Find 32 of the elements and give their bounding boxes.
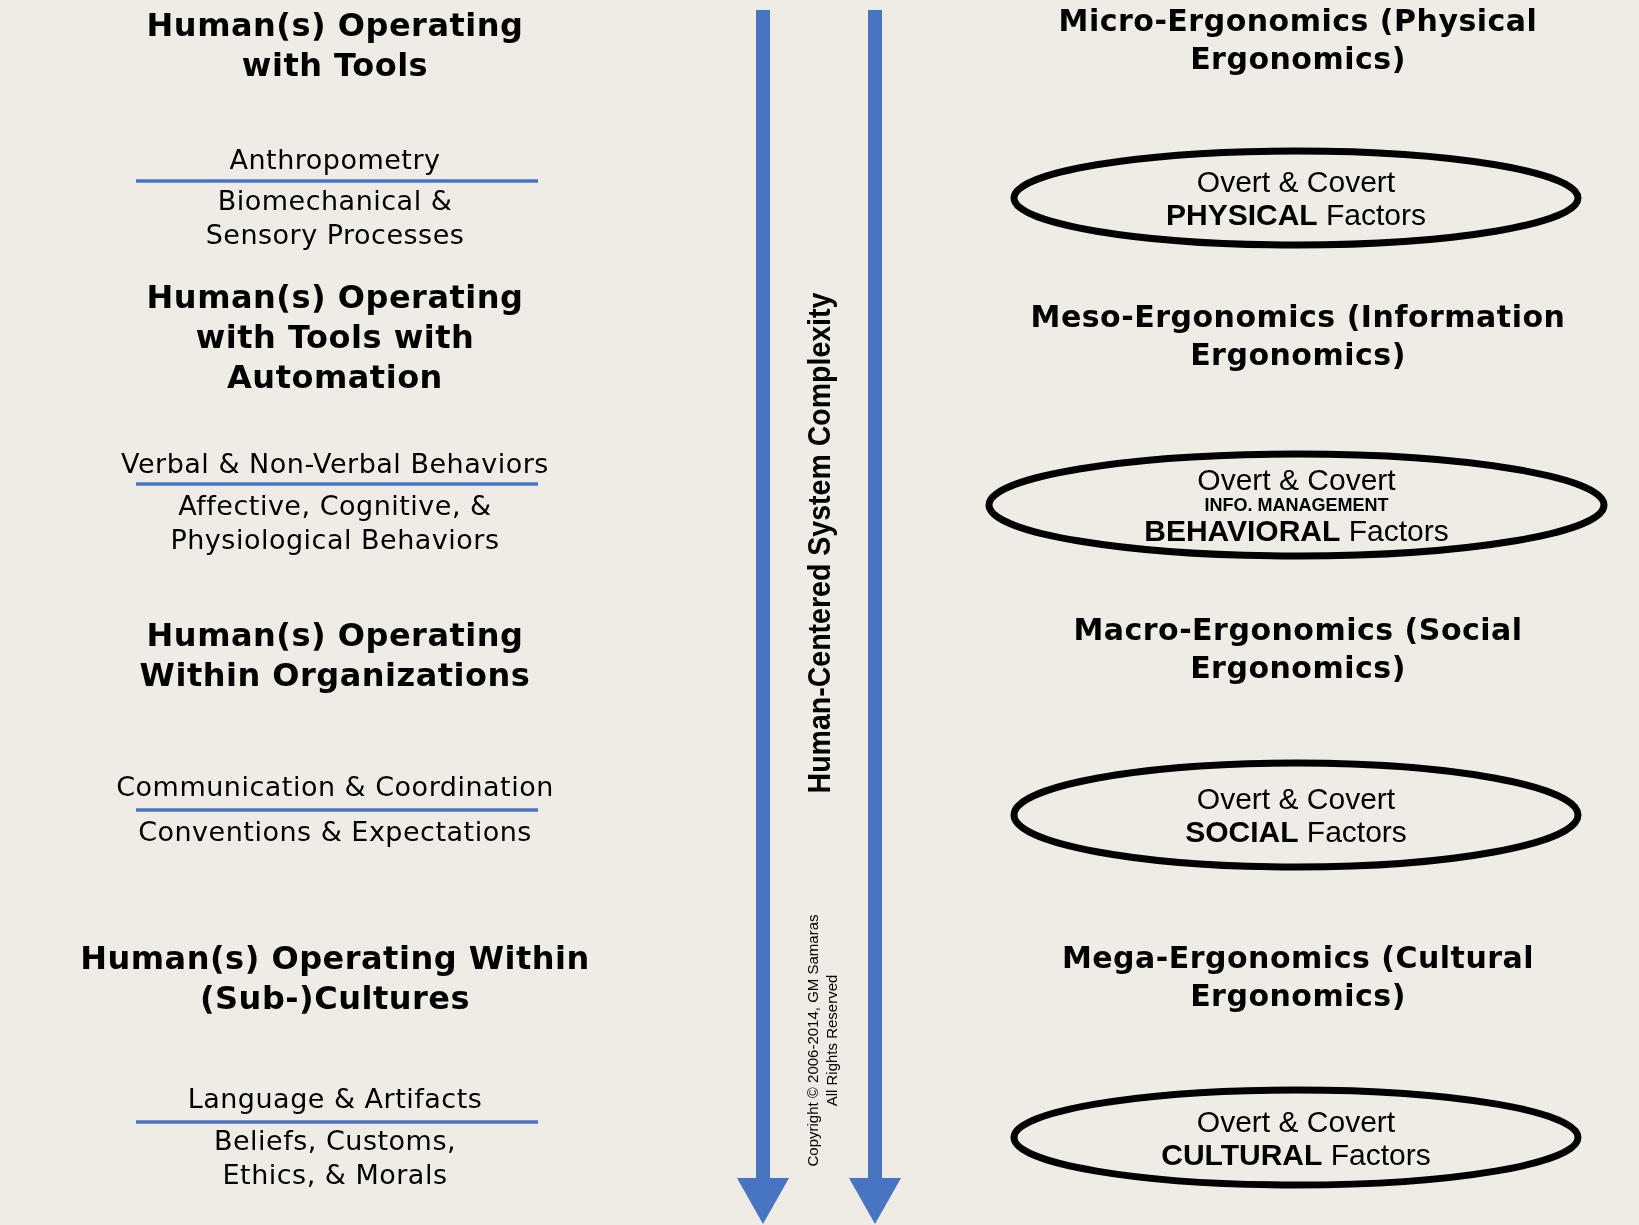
oval-text: Overt & Covert <box>1196 1104 1396 1138</box>
oval-text: CULTURAL Factors <box>1161 1137 1431 1171</box>
oval-text: SOCIAL Factors <box>1185 815 1407 848</box>
oval-text: Overt & Covert <box>1196 782 1396 815</box>
oval-text: Overt & Covert <box>1196 165 1396 198</box>
topic-text: Biomechanical & Sensory Processes <box>204 184 466 252</box>
topic-text: Affective, Cognitive, & Physiological Behaviors <box>169 489 501 557</box>
copyright-note: All Rights Reserved <box>823 974 841 1106</box>
oval-frame <box>986 451 1607 559</box>
section-heading: Human(s) Operating Within (Sub-)Cultures <box>79 938 591 1018</box>
axis-caption: Human-Centered System Complexity <box>802 292 838 794</box>
section-heading: Human(s) Operating Within Organizations <box>138 615 532 695</box>
topic-text: Communication & Coordination <box>115 770 555 804</box>
topic-text: Verbal & Non-Verbal Behaviors <box>120 447 550 481</box>
copyright-note: Copyright © 2006-2014, GM Samaras <box>803 914 821 1166</box>
topic-text: Conventions & Expectations <box>137 815 533 849</box>
section-heading: Human(s) Operating with Tools <box>145 5 525 85</box>
oval-text: PHYSICAL Factors <box>1165 198 1426 231</box>
section-heading: Mega-Ergonomics (Cultural Ergonomics) <box>1060 939 1536 1014</box>
section-heading: Micro-Ergonomics (Physical Ergonomics) <box>1057 2 1539 77</box>
oval-frame <box>1011 1087 1581 1188</box>
oval-text: Overt & Covert <box>1197 463 1396 496</box>
oval-text: INFO. MANAGEMENT <box>1204 496 1389 514</box>
section-heading: Human(s) Operating with Tools with Automation <box>145 277 525 397</box>
topic-text: Beliefs, Customs, Ethics, & Morals <box>212 1124 458 1192</box>
oval-frame <box>1011 760 1581 870</box>
section-heading: Macro-Ergonomics (Social Ergonomics) <box>1072 611 1524 686</box>
oval-frame <box>1011 148 1581 248</box>
oval-text: BEHAVIORAL Factors <box>1144 514 1449 547</box>
topic-text: Language & Artifacts <box>186 1082 484 1116</box>
topic-text: Anthropometry <box>228 143 442 177</box>
section-heading: Meso-Ergonomics (Information Ergonomics) <box>1029 298 1567 373</box>
